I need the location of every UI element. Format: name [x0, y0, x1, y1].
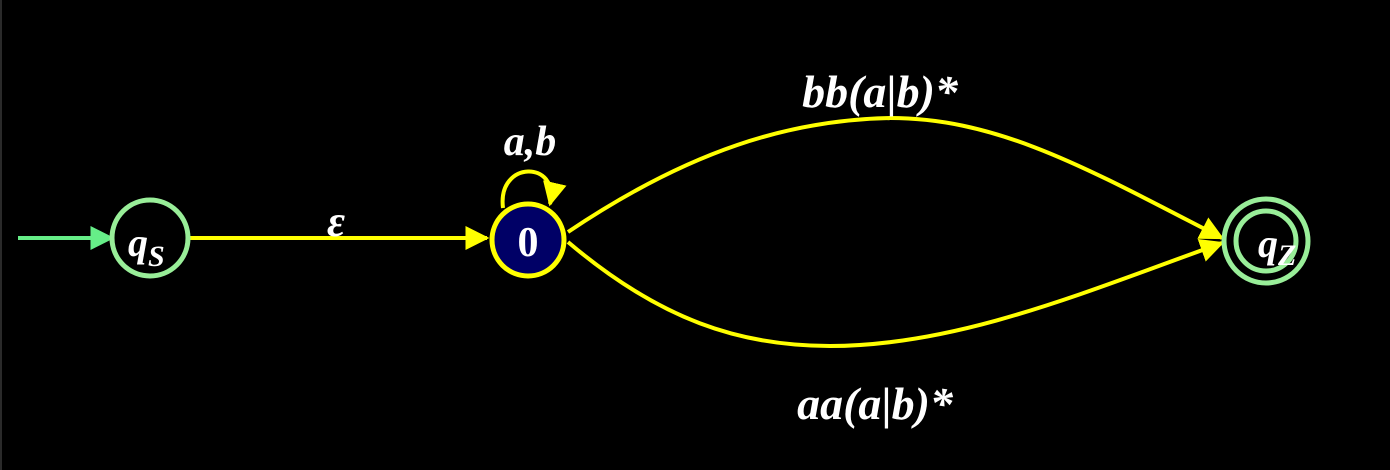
upper-label-prefix: bb(: [802, 66, 867, 117]
lower-label-b: b: [892, 378, 915, 429]
lower-label: aa(a|b)*: [797, 378, 954, 429]
final-state-sub: Z: [1277, 239, 1296, 272]
middle-state: [489, 201, 567, 279]
upper-transition: [566, 115, 1225, 240]
upper-label-bar: |: [886, 66, 896, 117]
start-state-main: q: [128, 220, 148, 265]
lower-label-suffix: )*: [911, 378, 954, 429]
lower-label-bar: |: [881, 378, 891, 429]
epsilon-label: ε: [327, 197, 345, 246]
left-border: [0, 0, 2, 470]
self-loop-label: a,b: [504, 119, 557, 165]
middle-state-label: 0: [518, 220, 539, 266]
lower-transition: [566, 238, 1225, 349]
lower-label-prefix: aa(: [797, 378, 862, 429]
svg-text:qZ: qZ: [1258, 221, 1296, 272]
svg-text:qS: qS: [128, 220, 165, 273]
start-state: [109, 197, 191, 279]
lower-label-a: a: [858, 378, 881, 429]
self-loop-transition: [500, 169, 567, 209]
upper-label-a: a: [863, 66, 886, 117]
upper-label: bb(a|b)*: [802, 66, 959, 117]
upper-label-suffix: )*: [916, 66, 959, 117]
upper-label-b: b: [897, 66, 920, 117]
final-state-main: q: [1258, 221, 1278, 266]
final-state-inner: [1233, 208, 1299, 274]
start-state-sub: S: [148, 240, 165, 273]
